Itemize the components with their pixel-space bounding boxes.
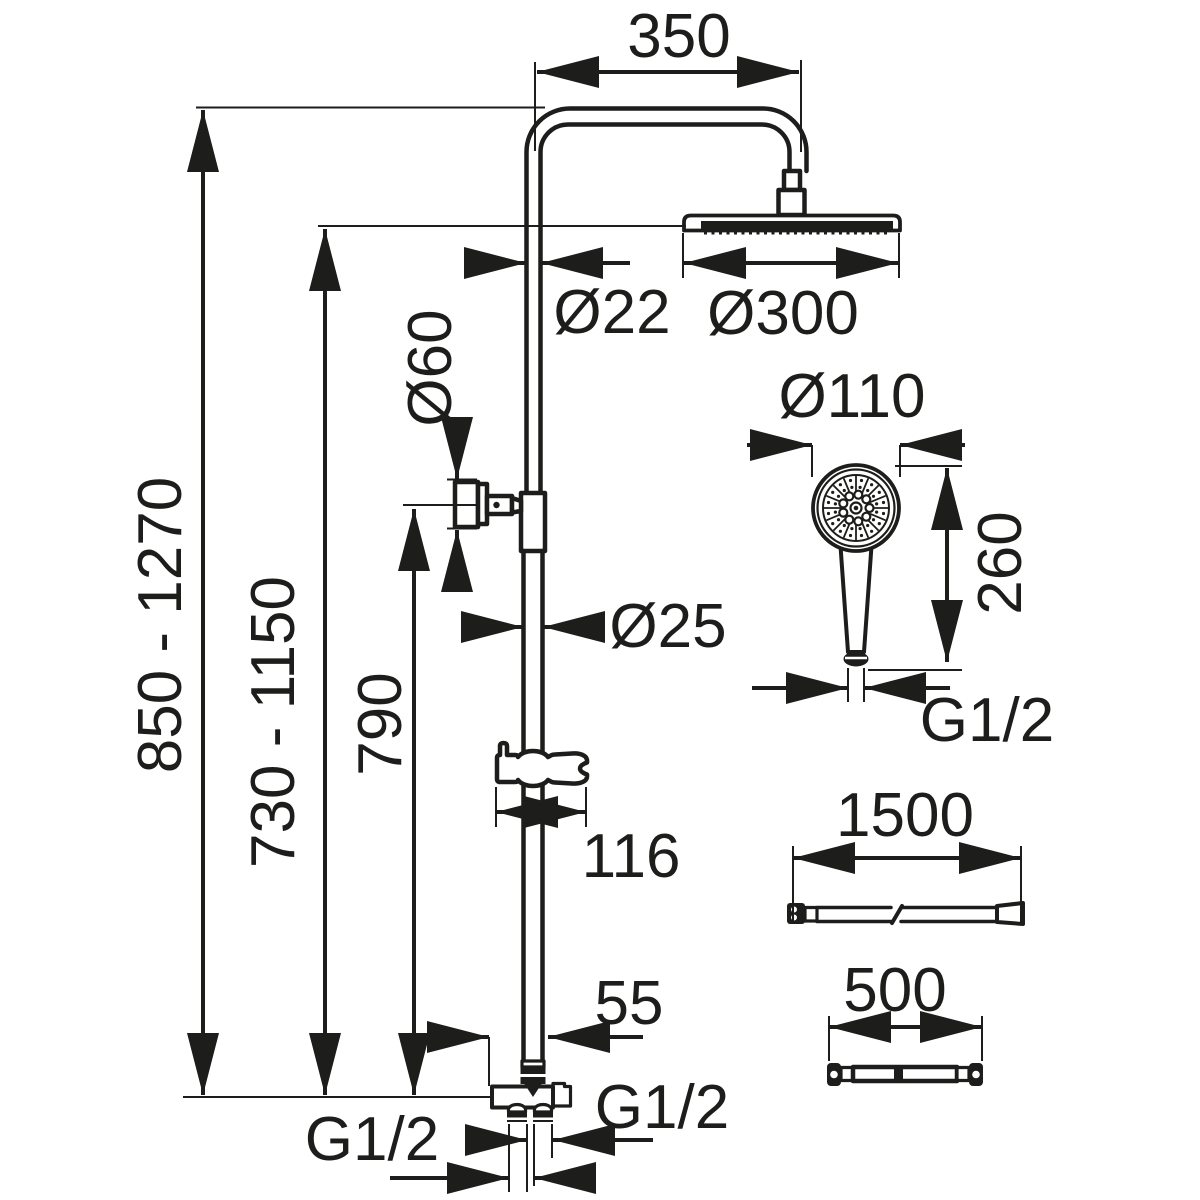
arm-inner-wall: [538, 122, 792, 496]
valve-adapter-band-2: [520, 1077, 546, 1084]
hand-shower: [811, 463, 901, 667]
head-nozzle-strip: [701, 221, 893, 230]
hose1500-left-collar: [803, 905, 819, 923]
dim-valve-thread-bottom-label: G1/2: [305, 1105, 439, 1174]
slider-holder: [494, 740, 590, 789]
hose1500-right-fitting: [995, 901, 1025, 926]
pipe-sleeve: [518, 490, 548, 554]
head-connector-block: [776, 187, 807, 218]
hand-shower-face-ring: [816, 468, 896, 548]
nozzle-center-dot: [853, 505, 859, 511]
valve-nipple-right-thread: [533, 1112, 553, 1122]
overhead-shower: [682, 168, 902, 235]
dimension-lines: [187, 56, 1021, 1194]
shower-hose-1500: [787, 901, 1025, 926]
dim-valve-offset-label: 55: [595, 969, 664, 1038]
diverter-valve: [490, 1059, 573, 1122]
valve-adapter-tip: [524, 1084, 542, 1097]
valve-adapter-cap: [520, 1059, 546, 1069]
arm-outer-wall: [524, 106, 809, 496]
valve-nipple-left-thread: [507, 1112, 527, 1122]
dim-column-height-label: 730 - 1150: [239, 576, 308, 868]
hose500-tube: [850, 1064, 960, 1084]
dim-column-diameter-label: Ø25: [609, 592, 726, 661]
hose1500-left-fitting: [787, 903, 805, 924]
connection-hose-500: [827, 1063, 983, 1086]
dim-arm-length-label: 350: [627, 2, 730, 71]
bracket-screw: [493, 501, 500, 509]
dim-total-height-label: 850 - 1270: [126, 477, 195, 773]
dim-valve-thread-side-label: G1/2: [595, 1073, 729, 1142]
dimension-labels: 850 - 1270 730 - 1150 790 Ø60 350 Ø22 Ø3…: [126, 2, 1054, 1174]
dim-head-diameter-label: Ø300: [707, 279, 859, 348]
nozzle-dot-ring-outer: [826, 478, 886, 538]
hose500-middle-joint: [894, 1066, 903, 1082]
dim-hose-length-label: 1500: [836, 781, 974, 850]
nozzle-hole-ring: [838, 489, 875, 527]
valve-nipple-left-cap: [506, 1102, 528, 1114]
dim-bracket-height-label: 790: [346, 672, 415, 775]
hand-shower-handle: [838, 544, 874, 654]
shower-column-pipe: [518, 106, 809, 1066]
head-connector-neck: [781, 168, 803, 193]
dim-bracket-diameter-label: Ø60: [396, 309, 465, 426]
dim-connection-hose-length-label: 500: [843, 956, 946, 1025]
valve-nipple-left-stripe: [507, 1117, 527, 1120]
hand-shower-face-inner-ring: [822, 474, 890, 542]
dim-holder-width-label: 116: [582, 822, 681, 891]
hose500-left-fitting-hole: [830, 1070, 838, 1079]
nozzle-dot-ring-inner: [833, 485, 879, 531]
dim-pipe-diameter-label: Ø22: [553, 278, 670, 347]
valve-adapter-band-1: [520, 1067, 546, 1074]
dim-handshower-thread-label: G1/2: [920, 686, 1054, 755]
valve-nipple-right-cap: [532, 1102, 554, 1114]
bracket-taper: [509, 495, 524, 515]
dim-handshower-length-label: 260: [966, 511, 1035, 614]
valve-side-port: [551, 1081, 573, 1108]
dim-handshower-diameter-label: Ø110: [778, 362, 925, 431]
valve-nipple-right-stripe: [533, 1117, 553, 1120]
hose500-right-fitting-hole: [972, 1070, 980, 1079]
hose500-right-collar: [955, 1065, 971, 1083]
